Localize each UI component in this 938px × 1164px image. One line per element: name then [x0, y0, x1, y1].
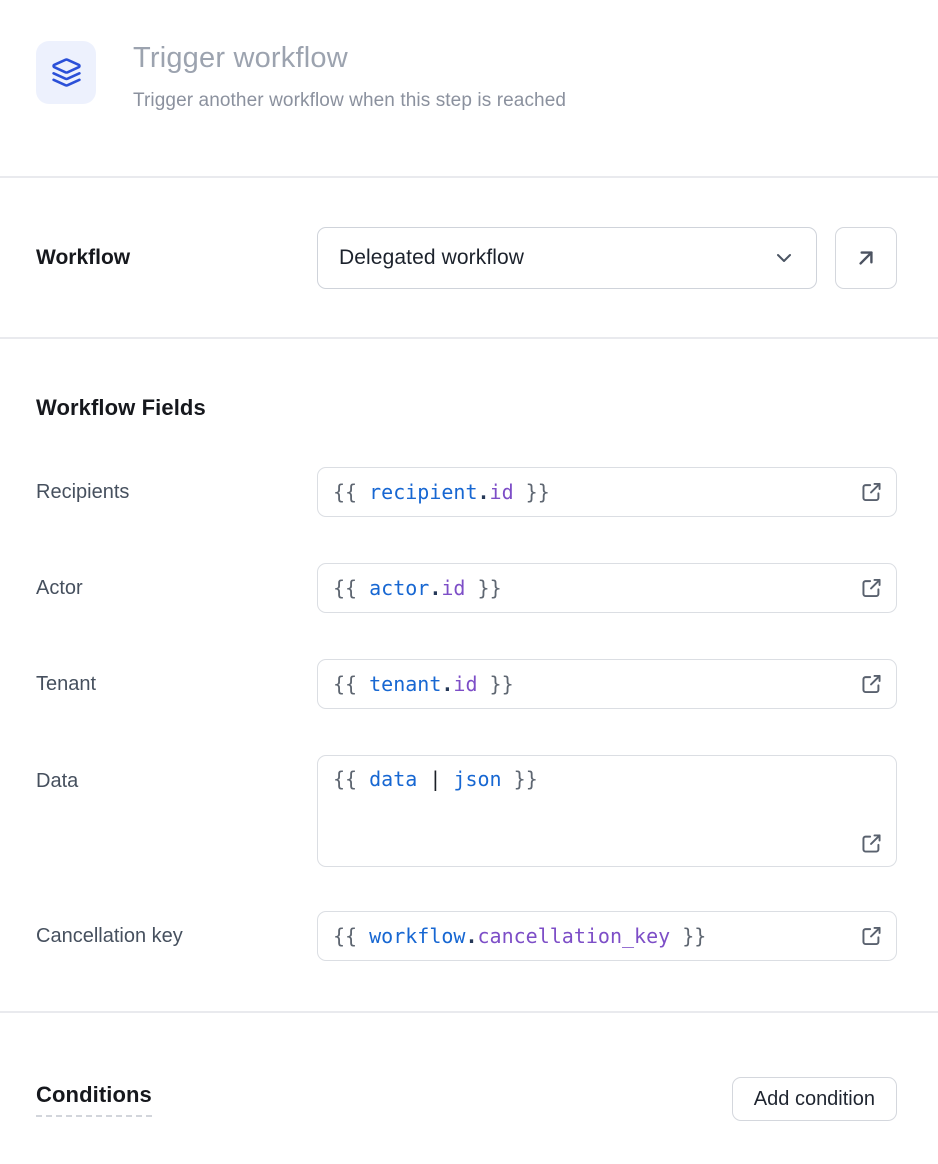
divider	[0, 176, 938, 178]
recipients-label: Recipients	[36, 480, 130, 503]
data-code-value[interactable]: {{ data | json }}	[333, 767, 538, 791]
external-link-icon[interactable]	[860, 577, 883, 600]
conditions-section: Conditions Add condition	[0, 1013, 938, 1121]
field-row-actor: Actor {{ actor.id }}	[36, 563, 897, 613]
actor-input[interactable]: {{ actor.id }}	[317, 563, 897, 613]
divider	[0, 337, 938, 339]
cancellation-key-input[interactable]: {{ workflow.cancellation_key }}	[317, 911, 897, 961]
cancellation-key-code-value[interactable]: {{ workflow.cancellation_key }}	[333, 924, 707, 948]
external-link-icon[interactable]	[860, 832, 883, 855]
chevron-down-icon	[777, 254, 791, 262]
arrow-up-right-icon	[859, 251, 873, 265]
actor-label: Actor	[36, 576, 83, 599]
add-condition-button[interactable]: Add condition	[731, 1077, 897, 1121]
workflow-section: Workflow Delegated workflow	[0, 178, 938, 337]
external-link-icon[interactable]	[860, 673, 883, 696]
data-label: Data	[36, 770, 79, 792]
field-row-recipients: Recipients {{ recipient.id }}	[36, 467, 897, 517]
workflow-select[interactable]: Delegated workflow	[317, 227, 817, 289]
step-header: Trigger workflow Trigger another workflo…	[0, 0, 938, 176]
cancellation-key-label: Cancellation key	[36, 924, 183, 947]
data-input[interactable]: {{ data | json }}	[317, 755, 897, 867]
step-title[interactable]: Trigger workflow	[133, 42, 348, 74]
open-workflow-button[interactable]	[835, 227, 897, 289]
field-row-cancellation-key: Cancellation key {{ workflow.cancellatio…	[36, 911, 897, 961]
recipients-input[interactable]: {{ recipient.id }}	[317, 467, 897, 517]
step-header-text: Trigger workflow Trigger another workflo…	[133, 41, 566, 112]
workflow-select-value: Delegated workflow	[339, 246, 525, 269]
step-subtitle: Trigger another workflow when this step …	[133, 90, 567, 112]
tenant-input[interactable]: {{ tenant.id }}	[317, 659, 897, 709]
layers-icon	[51, 58, 81, 87]
field-row-data: Data {{ data | json }}	[36, 755, 897, 867]
external-link-icon[interactable]	[860, 925, 883, 948]
field-row-tenant: Tenant {{ tenant.id }}	[36, 659, 897, 709]
actor-code-value[interactable]: {{ actor.id }}	[333, 576, 502, 600]
step-icon-box	[36, 41, 96, 104]
workflow-fields-section: Workflow Fields Recipients {{ recipient.…	[0, 339, 938, 1011]
recipients-code-value[interactable]: {{ recipient.id }}	[333, 480, 550, 504]
tenant-code-value[interactable]: {{ tenant.id }}	[333, 672, 514, 696]
tenant-label: Tenant	[36, 672, 97, 695]
workflow-label: Workflow	[36, 246, 131, 269]
conditions-heading: Conditions	[36, 1082, 152, 1117]
external-link-icon[interactable]	[860, 481, 883, 504]
workflow-fields-heading: Workflow Fields	[36, 395, 206, 420]
divider	[0, 1011, 938, 1013]
